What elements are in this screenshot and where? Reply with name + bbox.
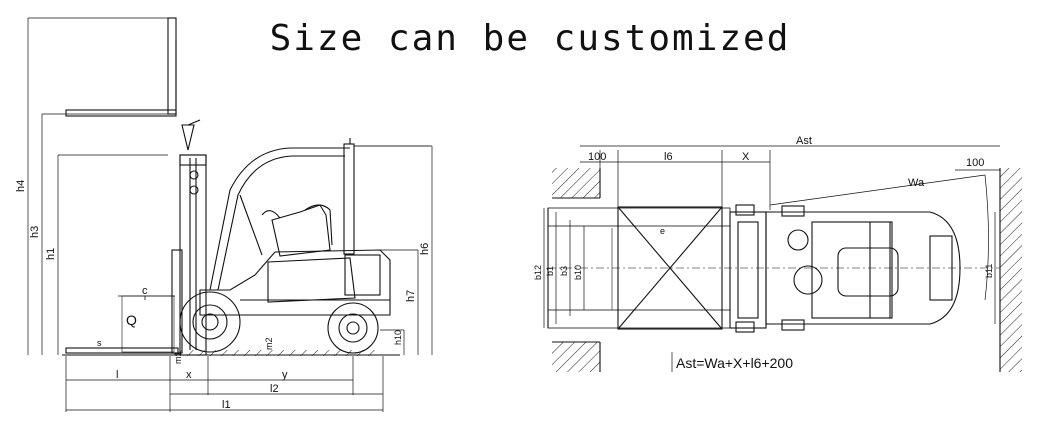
ground-forks [65, 249, 183, 354]
label-100-left: 100 [588, 151, 606, 163]
rear-wheel [327, 302, 379, 354]
label-ast: Ast [796, 135, 812, 147]
label-h1: h1 [45, 248, 57, 260]
label-h6: h6 [419, 243, 431, 255]
label-l2: l2 [270, 383, 279, 395]
truck-top [729, 204, 961, 333]
side-view [27, 17, 433, 412]
label-h3: h3 [29, 226, 41, 238]
right-dimensions [354, 145, 433, 355]
mast [179, 119, 207, 356]
top-dimensions [580, 145, 1000, 301]
wall-top-left [552, 168, 600, 198]
top-view [543, 145, 1022, 372]
label-100-right: 100 [966, 157, 984, 169]
ground-hatch [175, 350, 375, 356]
label-l1: l1 [222, 399, 231, 411]
seat-steering [239, 194, 333, 257]
width-dimensions [543, 208, 996, 328]
label-y: y [282, 369, 288, 381]
overhead-guard [209, 138, 430, 291]
page-title: Size can be customized [269, 18, 791, 59]
load-center [118, 295, 175, 300]
pallet-load [547, 206, 1000, 330]
label-b3: b3 [559, 266, 569, 276]
length-dimensions [65, 356, 384, 412]
label-wa: Wa [908, 177, 925, 189]
label-b11: b11 [984, 264, 994, 278]
label-l6: l6 [664, 151, 673, 163]
label-h10: h10 [393, 330, 403, 345]
label-b1: b1 [545, 266, 555, 276]
top-view-labels: Ast 100 l6 X 100 Wa e b12 b1 b3 b10 b11 … [533, 135, 994, 371]
wall-bottom-left [552, 342, 600, 372]
raised-fork [28, 17, 177, 117]
wall-right [1000, 168, 1022, 372]
side-view-labels: h4 h3 h1 h6 h7 h10 m1 m2 s c Q l x y l2 … [15, 180, 431, 411]
label-h7: h7 [405, 290, 417, 302]
truck-body [199, 249, 391, 316]
label-h4: h4 [15, 180, 27, 192]
front-wheel [179, 291, 241, 353]
label-m2: m2 [264, 337, 274, 350]
label-s: s [97, 338, 102, 348]
label-formula: Ast=Wa+X+l6+200 [676, 355, 793, 371]
label-e: e [660, 226, 665, 236]
label-q: Q [126, 312, 137, 328]
label-b10: b10 [573, 265, 583, 280]
label-x-top: X [742, 151, 750, 163]
label-x: x [186, 369, 192, 381]
label-l: l [116, 369, 118, 381]
height-dimensions [27, 18, 168, 355]
label-m1: m1 [173, 351, 183, 364]
label-c: c [142, 285, 148, 297]
label-b12: b12 [533, 265, 543, 280]
